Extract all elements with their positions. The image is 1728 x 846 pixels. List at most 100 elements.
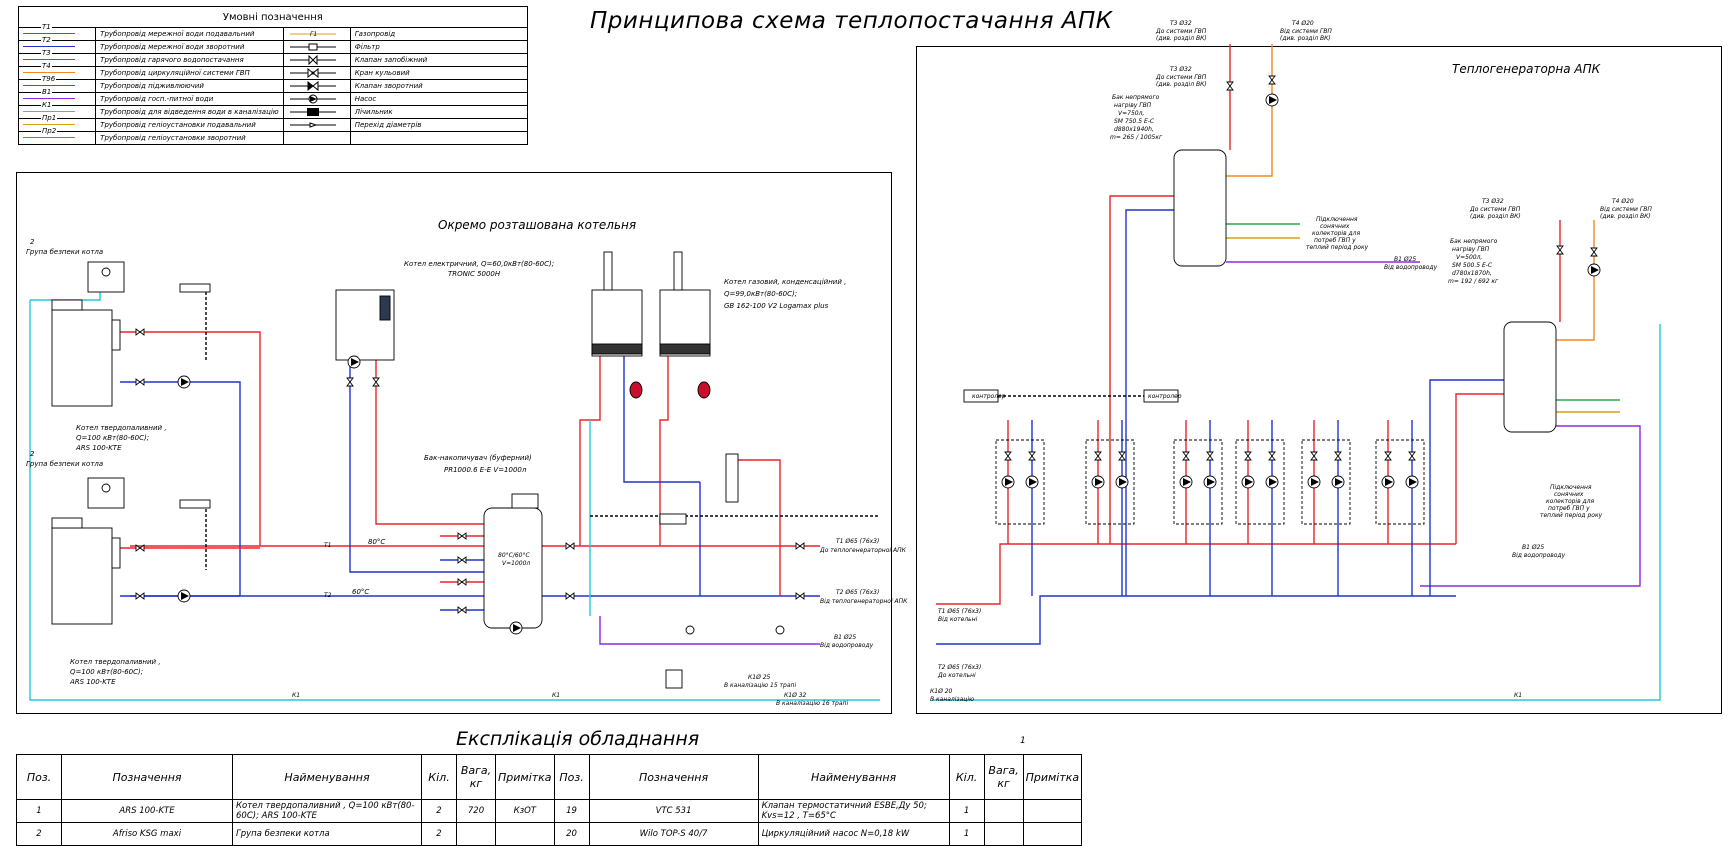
spec-cell: 1	[948, 822, 985, 846]
buffer-tank	[483, 507, 543, 629]
boiler-1-line-2: Q=100 кВт(80-60С);	[76, 434, 150, 442]
spec-cell: Afriso KSG maxi	[61, 822, 233, 846]
spec-page-number: 1	[1020, 736, 1026, 746]
ball-valve-icon	[1268, 75, 1276, 85]
pipe-right-t2-to-tank1	[1125, 209, 1174, 596]
controller-box-3	[659, 513, 687, 525]
k1-32-label: К1Ø 32	[784, 692, 807, 699]
svg-text:Г1: Г1	[310, 31, 317, 38]
controller-right-1: контролер	[972, 393, 1006, 400]
pump-arrow-icon	[1269, 96, 1277, 104]
pump-arrow-icon	[1119, 478, 1127, 486]
spec-header-cell: Вага, кг	[456, 754, 496, 800]
ball-valve-icon	[1206, 451, 1214, 461]
spec-cell	[1022, 799, 1083, 823]
pump-arrow-icon	[1385, 478, 1393, 486]
t4-top-label-1: Т4 Ø20	[1292, 20, 1314, 27]
ball-valve-icon	[457, 578, 467, 586]
right-panel-title: Теплогенераторна АПК	[1452, 62, 1601, 76]
safety-group-number-2: 2	[30, 450, 35, 458]
solar-2-l5: теплий період року	[1540, 512, 1603, 519]
dhw-tank-2-l4: SM 500.5 E-C	[1452, 262, 1493, 269]
t3-right-dest: До системи ГВП (див. розділ ВК)	[1470, 206, 1521, 220]
ball-valve-icon	[1408, 451, 1416, 461]
ball-valve-icon	[346, 377, 354, 387]
solar-2-l3: колекторів для	[1546, 498, 1595, 505]
pump-arrow-icon	[1591, 266, 1599, 274]
controller-box-right-1	[963, 389, 999, 403]
ball-valve-icon	[1556, 245, 1564, 255]
spec-header-cell: Примітка	[495, 754, 555, 800]
solar-2-l2: сонячних	[1554, 491, 1584, 498]
spec-cell	[983, 799, 1024, 823]
ball-valve-icon	[1334, 451, 1342, 461]
ball-valve-icon	[135, 378, 145, 386]
ball-valve-icon	[795, 592, 805, 600]
controller-box-1	[179, 283, 211, 293]
ball-valve-icon	[457, 532, 467, 540]
pump-arrow-icon	[1311, 478, 1319, 486]
ball-valve-icon	[1004, 451, 1012, 461]
legend-code: Т4	[41, 62, 52, 70]
b1-left-source: Від водопроводу	[820, 642, 874, 649]
pump-arrow-icon	[1335, 478, 1343, 486]
b1-left-label: В1 Ø25	[834, 634, 857, 641]
k1-right-line-label: К1	[1514, 692, 1523, 699]
dhw-tank-1-l3: V=750л,	[1118, 110, 1145, 117]
spec-cell: Циркуляційний насос N=0,18 kW	[757, 822, 950, 846]
solar-1-l3: колекторів для	[1312, 230, 1361, 237]
ball-valve-icon	[1310, 451, 1318, 461]
pipe-feed-b1	[599, 616, 820, 645]
ball-valve-icon	[135, 544, 145, 552]
legend-swatch: Пр2	[17, 127, 97, 145]
spec-header-cell: Поз.	[16, 754, 62, 800]
dhw-tank-2-l6: m= 192 / 692 кг	[1448, 278, 1499, 285]
k1-left-label-1: К1	[292, 692, 301, 699]
t2-out-label: Т2 Ø65 (76х3)	[836, 589, 880, 596]
pipe-k1-right	[932, 324, 1661, 701]
solar-1-l4: потреб ГВП у	[1314, 237, 1356, 244]
pipe-gas-return	[623, 356, 700, 483]
ball-valve-icon	[1384, 451, 1392, 461]
pipe-electric-supply	[375, 360, 484, 525]
dhw-tank-2-l2: нагріву ГВП	[1452, 246, 1490, 253]
ball-valve-icon	[457, 606, 467, 614]
dhw-tank-1-l1: Бак непрямого	[1112, 94, 1160, 101]
hydraulic-separator	[725, 453, 739, 503]
t3-mid-dest: До системи ГВП (див. розділ ВК)	[1156, 74, 1207, 88]
dhw-tank-1-l4: SM 750.5 E-C	[1114, 118, 1155, 125]
electric-boiler-line-1: Котел електричний, Q=60,0кВт(80-60С);	[404, 260, 555, 268]
right-panel-frame	[916, 46, 1722, 714]
ball-valve-icon	[565, 592, 575, 600]
pump-arrow-icon	[1409, 478, 1417, 486]
boiler-1-door	[111, 319, 121, 351]
gas-boiler-1-base	[591, 343, 643, 355]
drain-reservoir	[665, 669, 683, 689]
gas-boiler-line-3: GB 162-100 V2 Logamax plus	[724, 302, 829, 310]
k1-right-destination: В каналізацію	[930, 696, 975, 703]
spec-title: Експлікація обладнання	[456, 728, 700, 750]
spec-cell: 2	[421, 822, 457, 846]
spec-cell: 1	[948, 799, 985, 823]
ball-valve-icon	[1094, 451, 1102, 461]
gas-boiler-line-1: Котел газовий, конденсаційний ,	[724, 278, 847, 286]
legend-code: Т2	[41, 36, 52, 44]
spec-cell: 19	[553, 799, 590, 823]
solar-1-l5: теплий період року	[1306, 244, 1369, 251]
left-panel-frame	[16, 172, 892, 714]
diagram-title: Принципова схема теплопостачання АПК	[590, 8, 1113, 34]
t2-code-label: Т2	[324, 592, 332, 599]
ball-valve-icon	[1268, 451, 1276, 461]
pipe-gas2-supply	[659, 356, 669, 546]
legend-code: Пр1	[41, 114, 58, 122]
pump-arrow-icon	[513, 624, 521, 632]
dhw-tank-2-l1: Бак непрямого	[1450, 238, 1498, 245]
ball-valve-icon	[1118, 451, 1126, 461]
spec-header-cell: Поз.	[553, 754, 590, 800]
t1-out-destination: До теплогенераторної АПК	[820, 547, 906, 554]
expansion-vessel-1	[629, 381, 643, 399]
branch-module-frame	[1173, 439, 1223, 525]
